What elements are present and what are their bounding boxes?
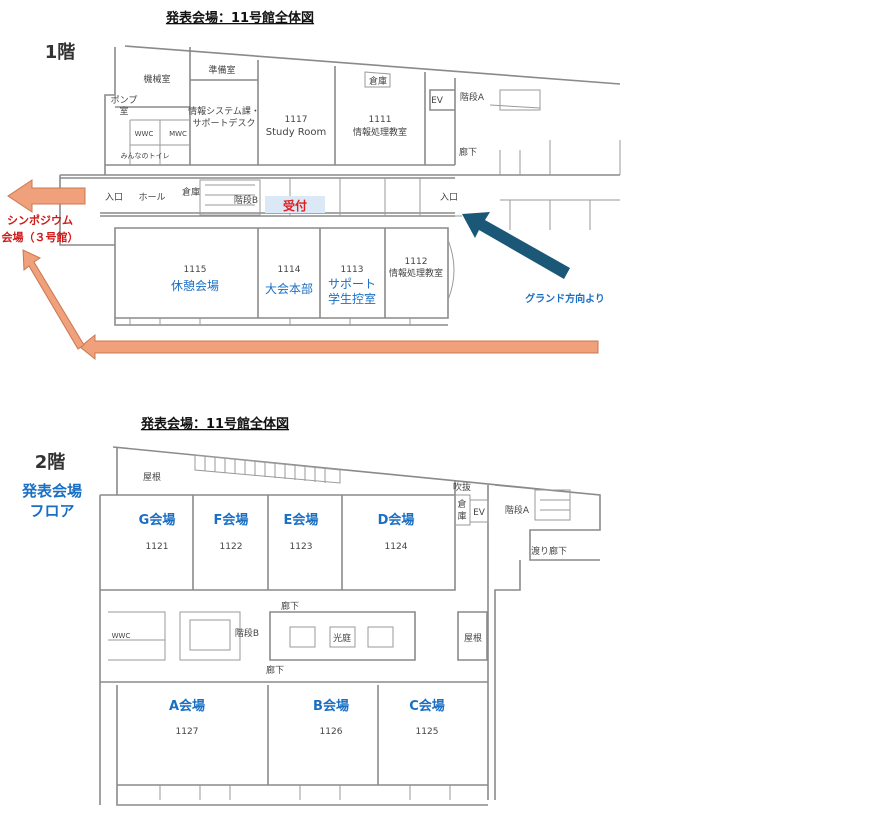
room-storage-top: 倉庫 <box>369 75 387 87</box>
reception-box <box>265 196 325 213</box>
arrow-to-symposium <box>7 179 86 213</box>
room-storage1: 倉 <box>457 498 466 510</box>
room-b-name: B会場 <box>313 698 349 714</box>
room-b-num: 1126 <box>320 727 343 737</box>
room-corridor: 廊下 <box>459 146 477 158</box>
room-1112-name: 情報処理教室 <box>389 267 443 279</box>
room-1113-name1: サポート <box>328 277 376 291</box>
room-bridge: 渡り廊下 <box>531 545 567 557</box>
room-toilet: みんなのトイレ <box>121 152 170 160</box>
room-it-line2: サポートデスク <box>192 117 255 129</box>
room-g-name: G会場 <box>139 512 176 528</box>
floor1-label: 1階 <box>45 42 76 63</box>
arrow-bottom-route <box>79 333 599 361</box>
room-1113-num: 1113 <box>341 265 364 275</box>
room-corridor2: 廊下 <box>266 664 284 676</box>
room-e-num: 1123 <box>290 542 313 552</box>
room-stairs-a: 階段A <box>505 504 530 516</box>
room-wwc: WWC <box>135 130 154 138</box>
room-roof2: 屋根 <box>464 632 482 644</box>
room-1115-name: 休憩会場 <box>171 278 219 293</box>
room-1117-num: 1117 <box>285 115 308 125</box>
room-it-line1: 情報システム課・ <box>188 105 260 117</box>
room-hall: ホール <box>138 192 165 203</box>
room-storage-b: 倉庫 <box>182 186 200 198</box>
room-1114-num: 1114 <box>278 265 301 275</box>
floor2-title: 発表会場：11号館全体図 <box>140 416 289 432</box>
room-mwc: MWC <box>169 130 187 138</box>
room-d-name: D会場 <box>378 512 415 528</box>
room-a-num: 1127 <box>176 727 199 737</box>
room-c-name: C会場 <box>409 698 445 714</box>
room-stairs-b: 階段B <box>234 194 258 206</box>
room-1111-name: 情報処理教室 <box>353 126 407 138</box>
floor1-map: 発表会場：11号館全体図 1階 機械室 準備室 倉庫 情報システム課・ サポート… <box>2 10 621 361</box>
symposium-line2: 会場（３号館） <box>2 230 79 244</box>
symposium-line1: シンポジウム <box>7 213 73 227</box>
room-prep: 準備室 <box>208 64 235 76</box>
room-f-name: F会場 <box>214 512 249 528</box>
room-ev: EV <box>473 508 486 518</box>
floor2-desc2: フロア <box>29 502 74 520</box>
room-roof1: 屋根 <box>143 471 161 483</box>
floor2-desc1: 発表会場 <box>21 482 82 500</box>
room-1113-name2: 学生控室 <box>328 291 376 306</box>
room-pump-line1: ポンプ <box>111 95 138 106</box>
arrow-diagonal-route <box>22 249 85 350</box>
room-1111-num: 1111 <box>369 115 392 125</box>
floor2-label: 2階 <box>35 452 66 473</box>
room-stairs-a: 階段A <box>460 91 485 103</box>
room-pump-line2: 室 <box>119 105 128 117</box>
room-ev: EV <box>431 96 444 106</box>
room-corridor1: 廊下 <box>281 600 299 612</box>
room-g-num: 1121 <box>146 542 169 552</box>
room-courtyard: 光庭 <box>333 632 351 644</box>
from-ground-label: グランド方向より <box>525 292 605 305</box>
room-1117-name: Study Room <box>266 127 327 138</box>
room-1115-num: 1115 <box>184 265 207 275</box>
room-e-name: E会場 <box>284 512 319 528</box>
room-storage2: 庫 <box>457 510 466 522</box>
floor1-title: 発表会場：11号館全体図 <box>165 10 314 26</box>
room-d-num: 1124 <box>385 542 408 552</box>
entrance-left: 入口 <box>105 192 123 203</box>
room-stairs-b: 階段B <box>235 627 259 639</box>
room-c-num: 1125 <box>416 727 439 737</box>
room-1114-name: 大会本部 <box>265 281 313 296</box>
reception-label: 受付 <box>283 198 307 213</box>
room-1112-num: 1112 <box>405 257 428 267</box>
entrance-right: 入口 <box>440 192 458 203</box>
arrow-from-ground <box>462 212 570 279</box>
room-atrium: 吹抜 <box>453 481 471 493</box>
room-wwc: WWC <box>112 632 131 640</box>
room-machine: 機械室 <box>143 73 170 85</box>
room-f-num: 1122 <box>220 542 243 552</box>
room-a-name: A会場 <box>169 698 205 714</box>
floor2-map: 発表会場：11号館全体図 2階 発表会場 フロア 屋根 吹抜 G会場 1121 … <box>21 416 601 806</box>
